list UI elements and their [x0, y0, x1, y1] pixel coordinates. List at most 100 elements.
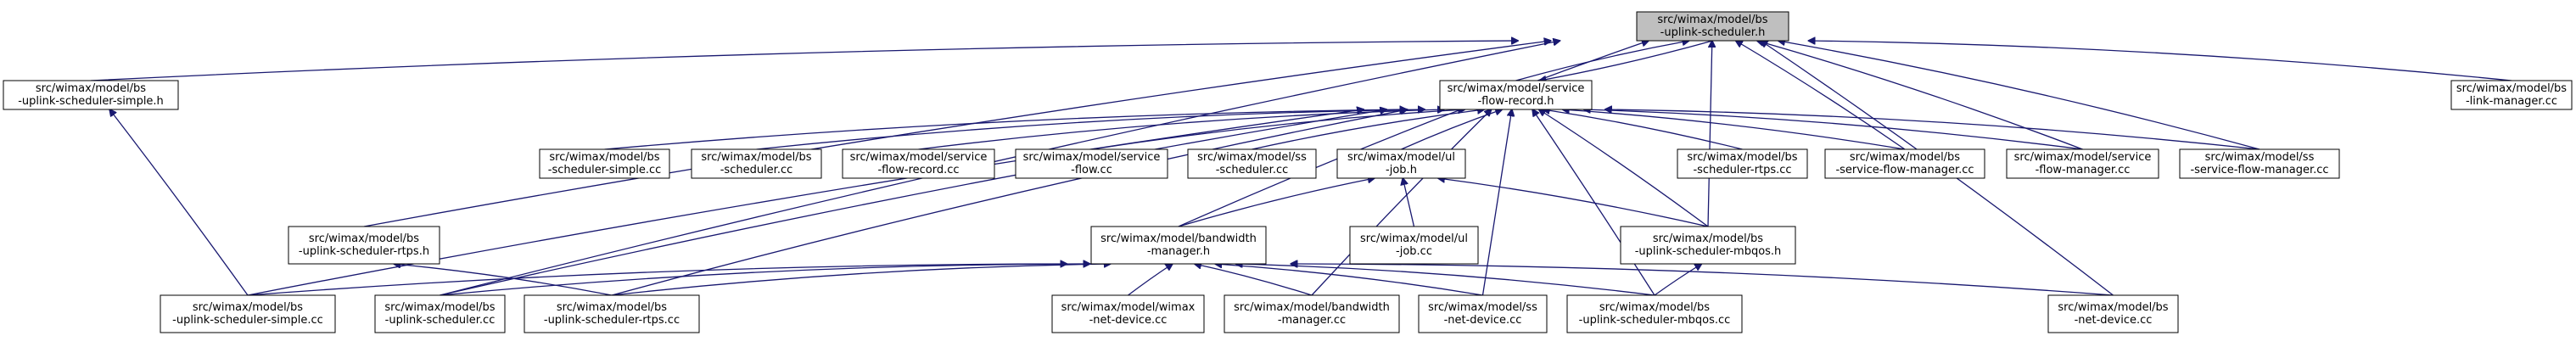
- node-label-line: -manager.cc: [1278, 314, 1346, 327]
- node-label-line: src/wimax/model/ul: [1360, 232, 1468, 245]
- node-box: [1015, 148, 1168, 179]
- edge-n18-to-n1: [1707, 41, 1712, 227]
- node-label-line: -uplink-scheduler-simple.h: [18, 95, 164, 108]
- edge-n19-to-n16: [247, 264, 1067, 296]
- edge-n22-to-n16: [1128, 264, 1173, 296]
- file-node-n9[interactable]: src/wimax/model/ss-scheduler.cc: [1187, 148, 1317, 179]
- node-label-line: src/wimax/model/bs: [1687, 151, 1797, 164]
- file-node-n18[interactable]: src/wimax/model/bs-uplink-scheduler-mbqo…: [1620, 226, 1796, 265]
- edge-n5-to-n3: [604, 109, 1407, 150]
- node-box: [1224, 294, 1400, 333]
- node-box: [1677, 148, 1808, 179]
- node-label-line: src/wimax/model/bs: [36, 82, 146, 95]
- node-label-line: -scheduler-simple.cc: [548, 164, 662, 176]
- file-node-n22[interactable]: src/wimax/model/wimax-net-device.cc: [1051, 294, 1205, 333]
- node-label-line: -net-device.cc: [1089, 314, 1168, 327]
- edge-n24-to-n3: [1481, 109, 1512, 296]
- file-node-n12[interactable]: src/wimax/model/bs-service-flow-manager.…: [1824, 148, 1985, 179]
- node-label-line: src/wimax/model/wimax: [1061, 301, 1196, 314]
- edge-n18-to-n10: [1438, 178, 1709, 227]
- node-label-line: -link-manager.cc: [2466, 95, 2557, 108]
- edge-n10-to-n3: [1401, 109, 1503, 150]
- node-box: [524, 294, 700, 333]
- node-label-line: src/wimax/model/service: [1023, 151, 1161, 164]
- node-label-line: src/wimax/model/service: [850, 151, 988, 164]
- node-box: [1636, 11, 1789, 42]
- node-box: [1418, 294, 1548, 333]
- node-box: [1620, 226, 1796, 265]
- edge-n26-to-n16: [1291, 264, 2114, 296]
- edge-n24-to-n16: [1215, 264, 1483, 296]
- node-label-line: -flow.cc: [1071, 164, 1112, 176]
- edge-n20-to-n16: [440, 264, 1090, 296]
- node-label-line: src/wimax/model/bandwidth: [1234, 301, 1390, 314]
- node-label-line: -uplink-scheduler-mbqos.h: [1635, 245, 1782, 258]
- edge-n12-to-n1: [1736, 41, 1906, 150]
- edge-n23-to-n16: [1195, 264, 1313, 296]
- node-label-line: src/wimax/model/ss: [1428, 301, 1537, 314]
- file-node-n26[interactable]: src/wimax/model/bs-net-device.cc: [2047, 294, 2179, 333]
- node-box: [1349, 226, 1479, 265]
- file-node-n25[interactable]: src/wimax/model/bs-uplink-scheduler-mbqo…: [1566, 294, 1743, 333]
- node-label-line: src/wimax/model/bs: [193, 301, 303, 314]
- file-node-n2[interactable]: src/wimax/model/bs-uplink-scheduler-simp…: [3, 80, 179, 110]
- node-label-line: -scheduler.cc: [720, 164, 793, 176]
- file-node-n23[interactable]: src/wimax/model/bandwidth-manager.cc: [1224, 294, 1400, 333]
- edge-n2-to-n1: [90, 41, 1518, 81]
- node-label-line: src/wimax/model/bs: [1850, 151, 1960, 164]
- node-box: [288, 226, 440, 265]
- node-label-line: -service-flow-manager.cc: [1835, 164, 1974, 176]
- edge-n1-to-n3: [1539, 40, 1713, 81]
- edge-n16-to-n1: [1178, 41, 1649, 227]
- node-label-line: -net-device.cc: [2075, 314, 2153, 327]
- node-box: [3, 80, 179, 110]
- node-label-line: src/wimax/model/bs: [2456, 82, 2567, 95]
- node-label-line: -flow-manager.cc: [2036, 164, 2131, 176]
- node-label-line: src/wimax/model/bs: [309, 232, 419, 245]
- edge-n15-to-n1: [363, 41, 1551, 227]
- edge-n7-to-n3: [918, 109, 1445, 150]
- file-node-n10[interactable]: src/wimax/model/ul-job.h: [1336, 148, 1466, 179]
- edge-n25-to-n3: [1532, 109, 1655, 296]
- edge-n14-to-n3: [1605, 109, 2260, 150]
- node-label-line: src/wimax/model/ss: [2205, 151, 2315, 164]
- node-box: [1439, 80, 1593, 110]
- edge-n3-to-n1: [1515, 41, 1689, 81]
- edge-n6-to-n3: [756, 109, 1425, 150]
- file-node-n1[interactable]: src/wimax/model/bs-uplink-scheduler.h: [1636, 11, 1789, 42]
- file-node-n11[interactable]: src/wimax/model/bs-scheduler-rtps.cc: [1677, 148, 1808, 179]
- node-label-line: src/wimax/model/bs: [2058, 301, 2168, 314]
- edge-n25-to-n18: [1654, 264, 1701, 296]
- file-node-n14[interactable]: src/wimax/model/ss-service-flow-manager.…: [2179, 148, 2340, 179]
- edge-n4-to-n1: [1808, 41, 2512, 81]
- file-node-n15[interactable]: src/wimax/model/bs-uplink-scheduler-rtps…: [288, 226, 440, 265]
- edge-n23-to-n3: [1311, 109, 1492, 296]
- node-label-line: -scheduler-rtps.cc: [1693, 164, 1791, 176]
- edge-n16-to-n10: [1178, 178, 1375, 227]
- file-node-n5[interactable]: src/wimax/model/bs-scheduler-simple.cc: [539, 148, 670, 179]
- file-node-n19[interactable]: src/wimax/model/bs-uplink-scheduler-simp…: [160, 294, 336, 333]
- file-node-n13[interactable]: src/wimax/model/service-flow-manager.cc: [2006, 148, 2159, 179]
- node-label-line: -uplink-scheduler-mbqos.cc: [1579, 314, 1731, 327]
- file-node-n4[interactable]: src/wimax/model/bs-link-manager.cc: [2450, 80, 2573, 110]
- edge-n21-to-n3: [611, 109, 1408, 296]
- file-node-n17[interactable]: src/wimax/model/ul-job.cc: [1349, 226, 1479, 265]
- edge-n21-to-n16: [611, 264, 1111, 296]
- node-label-line: src/wimax/model/ss: [1197, 151, 1307, 164]
- edge-n12-to-n3: [1563, 109, 1906, 150]
- file-node-n6[interactable]: src/wimax/model/bs-scheduler.cc: [691, 148, 822, 179]
- node-label-line: -uplink-scheduler.h: [1660, 26, 1766, 39]
- file-node-n8[interactable]: src/wimax/model/service-flow.cc: [1015, 148, 1168, 179]
- file-node-n3[interactable]: src/wimax/model/service-flow-record.h: [1439, 80, 1593, 110]
- file-node-n24[interactable]: src/wimax/model/ss-net-device.cc: [1418, 294, 1548, 333]
- node-label-line: src/wimax/model/bs: [557, 301, 667, 314]
- file-node-n21[interactable]: src/wimax/model/bs-uplink-scheduler-rtps…: [524, 294, 700, 333]
- file-node-n7[interactable]: src/wimax/model/service-flow-record.cc: [842, 148, 995, 179]
- file-node-n16[interactable]: src/wimax/model/bandwidth-manager.h: [1090, 226, 1267, 265]
- node-label-line: src/wimax/model/bs: [549, 151, 659, 164]
- nodes-layer: src/wimax/model/bs-uplink-scheduler.hsrc…: [3, 11, 2573, 333]
- node-label-line: -job.cc: [1396, 245, 1432, 258]
- node-box: [374, 294, 506, 333]
- node-box: [2450, 80, 2573, 110]
- file-node-n20[interactable]: src/wimax/model/bs-uplink-scheduler.cc: [374, 294, 506, 333]
